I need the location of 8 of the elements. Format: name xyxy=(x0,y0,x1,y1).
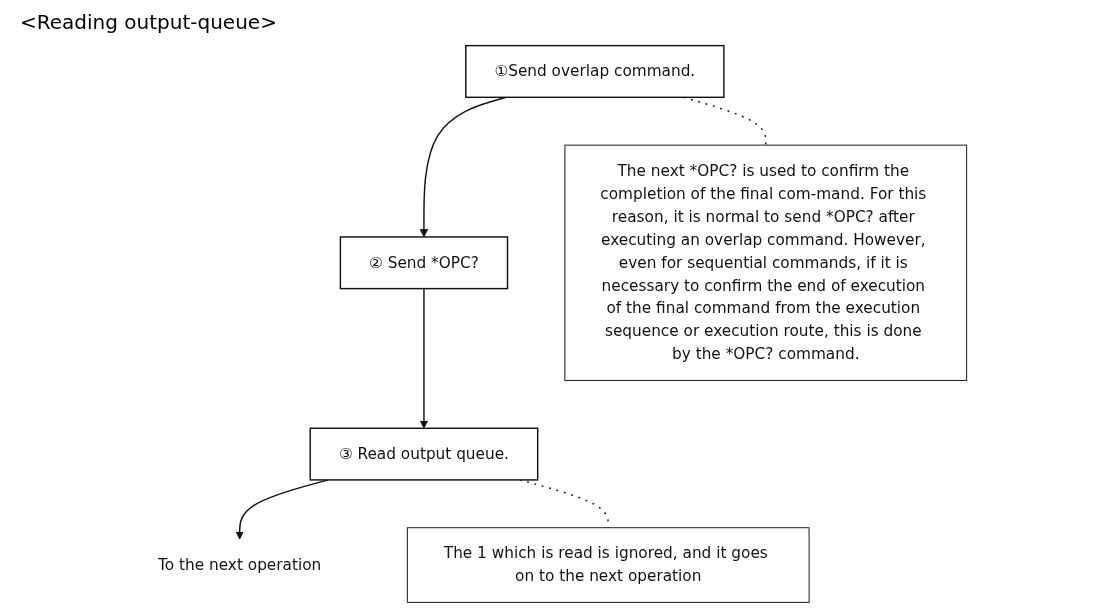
arrow xyxy=(419,287,429,429)
node-box: The next *OPC? is used to confirm the completion of the final com-mand. For this reason, it is normal to send *OPC? after executing an overlap command. However, even for sequential commands, if it is necessary to confirm the end of execution of the final command from the execution sequence or execution route, this is done by the *OPC? command. xyxy=(564,144,968,381)
node-box: The 1 which is read is ignored, and it goes on to the next operation xyxy=(406,527,810,603)
diagram-title: <Reading output-queue> xyxy=(20,10,278,34)
node-box: ② Send *OPC? xyxy=(339,236,509,290)
node-text: To the next operation xyxy=(158,555,322,574)
node-box: ①Send overlap command. xyxy=(465,44,725,98)
node-box: ③ Read output queue. xyxy=(309,427,539,481)
